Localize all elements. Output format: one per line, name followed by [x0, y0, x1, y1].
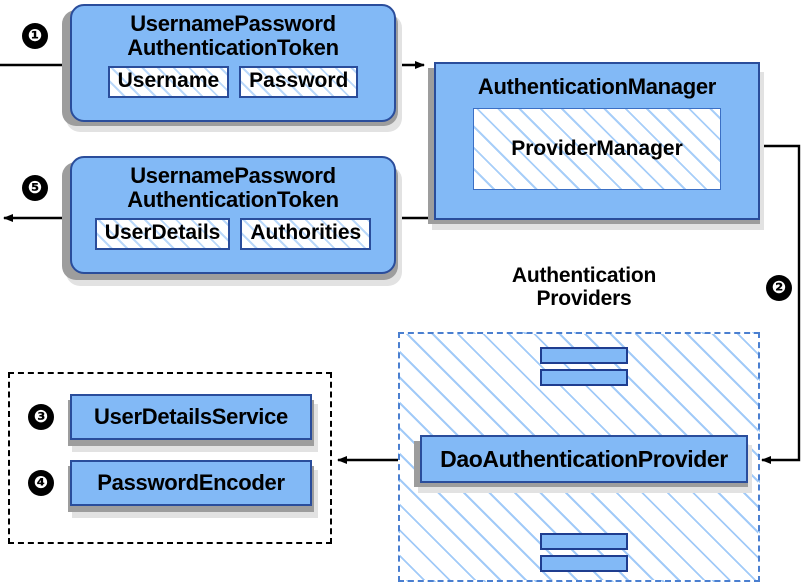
- user-details-service-box[interactable]: UserDetailsService: [70, 394, 312, 440]
- other-provider-bar-bottom-1[interactable]: [540, 533, 628, 550]
- response-token-slot-userdetails[interactable]: UserDetails: [94, 217, 231, 250]
- badge-step-1: ❶: [22, 23, 48, 49]
- dependencies-panel: [8, 372, 332, 544]
- authentication-manager-title: AuthenticationManager: [477, 74, 717, 99]
- request-token-title-line2: AuthenticationToken: [127, 34, 339, 60]
- request-token-slot-username[interactable]: Username: [107, 65, 230, 98]
- request-token-card[interactable]: UsernamePassword AuthenticationToken Use…: [70, 4, 396, 122]
- authentication-providers-label: Authentication Providers: [470, 264, 698, 310]
- response-token-title-line2: AuthenticationToken: [127, 186, 339, 212]
- other-provider-bar-top-2[interactable]: [540, 369, 628, 386]
- authentication-manager-box[interactable]: AuthenticationManager ProviderManager: [434, 62, 760, 220]
- badge-step-4: ❹: [28, 470, 54, 496]
- response-token-card[interactable]: UsernamePassword AuthenticationToken Use…: [70, 156, 396, 274]
- badge-step-5: ❺: [22, 175, 48, 201]
- request-token-slot-password[interactable]: Password: [239, 65, 359, 98]
- badge-step-3: ❸: [28, 404, 54, 430]
- other-provider-bar-bottom-2[interactable]: [540, 555, 628, 572]
- response-token-slots: UserDetails Authorities: [94, 217, 372, 250]
- request-token-slots: Username Password: [107, 65, 359, 98]
- response-token-slot-authorities[interactable]: Authorities: [240, 217, 372, 250]
- edge-manager-to-provider: [760, 144, 801, 464]
- request-token-title-line1: UsernamePassword: [130, 11, 336, 36]
- response-token-title-line1: UsernamePassword: [130, 163, 336, 188]
- other-provider-bar-top-1[interactable]: [540, 347, 628, 364]
- provider-manager-box[interactable]: ProviderManager: [473, 108, 721, 190]
- dao-authentication-provider-box[interactable]: DaoAuthenticationProvider: [420, 435, 748, 483]
- response-token-title: UsernamePassword AuthenticationToken: [127, 163, 339, 212]
- authentication-providers-label-line2: Providers: [536, 287, 632, 311]
- authentication-providers-label-line1: Authentication: [511, 264, 657, 287]
- badge-step-2: ❷: [766, 275, 792, 301]
- password-encoder-box[interactable]: PasswordEncoder: [70, 460, 312, 506]
- request-token-title: UsernamePassword AuthenticationToken: [127, 11, 339, 60]
